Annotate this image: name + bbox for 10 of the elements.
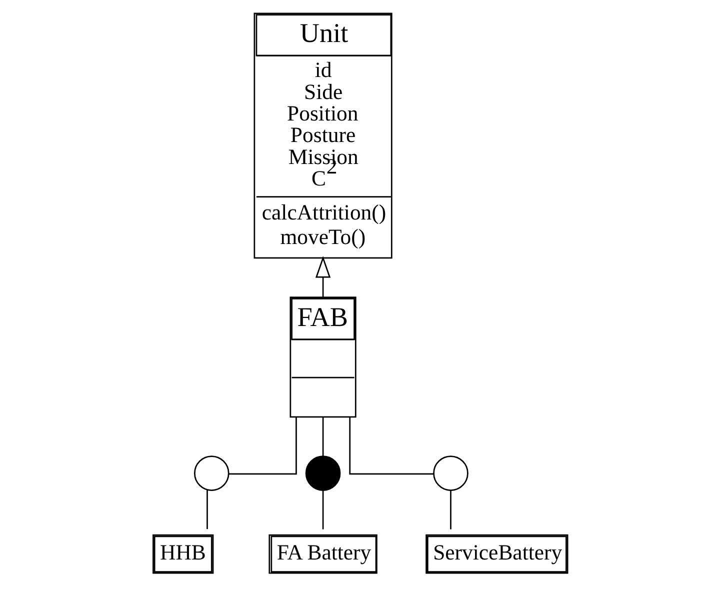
connector: [322, 490, 324, 530]
connector: [206, 490, 208, 530]
arrow: [314, 256, 330, 298]
node-circle: [432, 456, 468, 491]
connector: [228, 416, 296, 475]
node-dot: [304, 456, 340, 491]
connector: [322, 416, 324, 456]
connector: [450, 490, 451, 530]
node-circle: [193, 456, 229, 491]
connector: [348, 416, 434, 475]
